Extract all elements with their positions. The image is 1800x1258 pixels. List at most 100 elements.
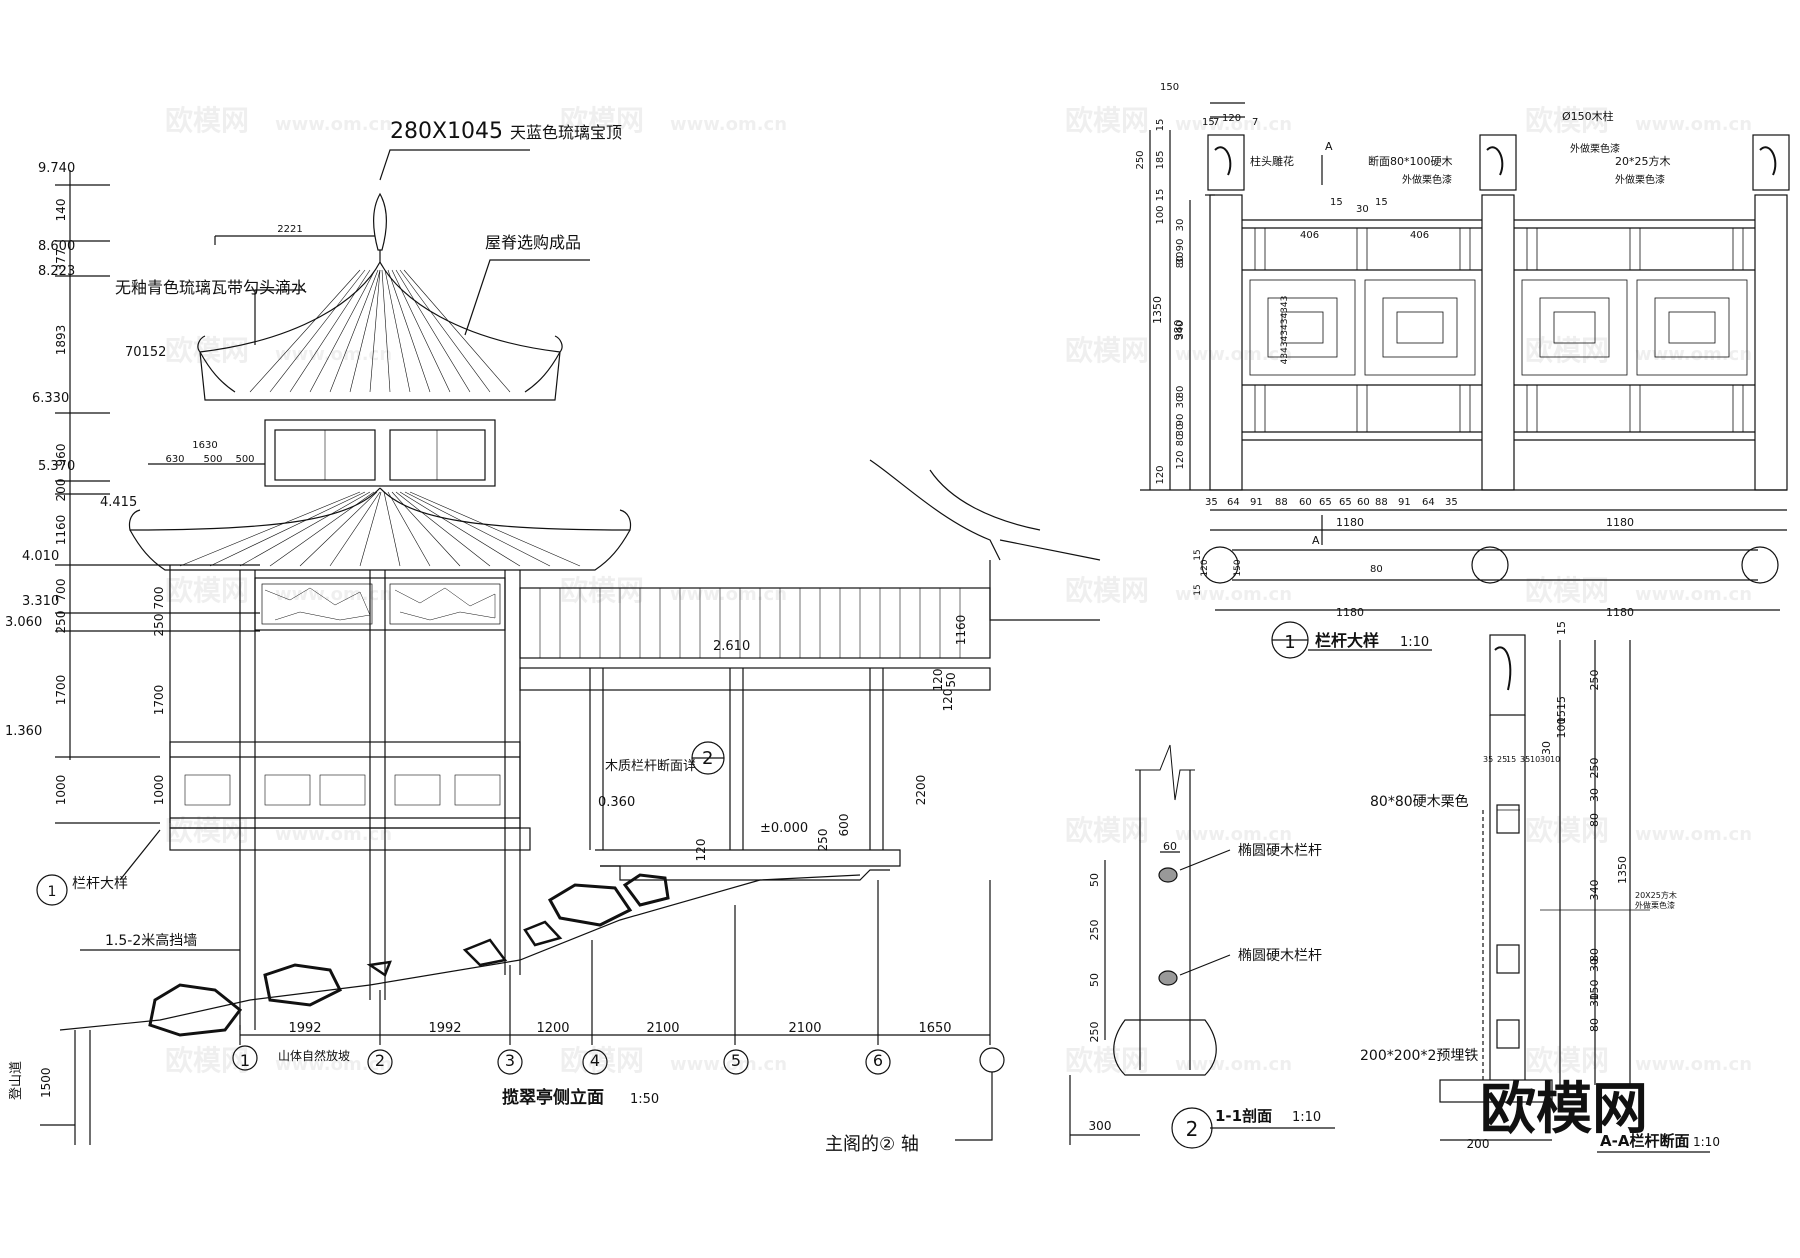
- rail-v-dim: 15: [1155, 189, 1166, 202]
- saa-small-dim: 15: [1506, 755, 1516, 764]
- watermark-text: 欧模网: [1525, 574, 1609, 607]
- right-dim: 120: [931, 669, 945, 692]
- right-dim: 600: [837, 814, 851, 837]
- left-dim: 1160: [54, 515, 68, 546]
- right-level: 2.610: [713, 639, 750, 654]
- path-note: 登山道: [9, 1061, 24, 1100]
- right-dim: 250: [816, 829, 830, 852]
- rail-mid-dim: 15: [1375, 197, 1388, 208]
- axis-spacing: 1200: [536, 1021, 569, 1036]
- saa-dim: 15: [1555, 621, 1568, 635]
- right-dim: 120: [694, 839, 708, 862]
- left-dim: 250: [54, 611, 68, 634]
- s11-dim: 250: [1088, 920, 1101, 941]
- axis-spacing: 1650: [918, 1021, 951, 1036]
- inner-dim: 1000: [152, 775, 166, 806]
- rail-v-dim: 185: [1155, 150, 1166, 169]
- saa-small-dim: 10: [1530, 755, 1540, 764]
- rail-v-dim: 30: [1175, 252, 1186, 265]
- axis-label: 2: [375, 1051, 385, 1070]
- rail-plan-dim: 15: [1193, 584, 1203, 595]
- level-mark: 9.740: [38, 161, 75, 176]
- watermark-layer: 欧模网 www.om.cn 欧模网 www.om.cn 欧模网 www.om.cn 欧模网 w…: [165, 104, 1752, 1077]
- watermark-url: www.om.cn: [1635, 824, 1752, 845]
- axis-spacing: 2100: [646, 1021, 679, 1036]
- section-a-a-drawing: [1439, 634, 1710, 1153]
- rail-bottom-dim: 60: [1299, 497, 1312, 508]
- rail-bottom-dim: 65: [1319, 497, 1332, 508]
- rail-v-dim: 30: [1175, 424, 1186, 437]
- watermark-text: 欧模网: [1525, 334, 1609, 367]
- rail-top-dim: 7: [1213, 117, 1219, 128]
- path-dim: 1500: [39, 1067, 53, 1098]
- saa-scale: 1:10: [1693, 1135, 1720, 1149]
- rock-note: 山体自然放坡: [278, 1048, 350, 1063]
- site-logo: 欧模网: [1480, 1077, 1648, 1142]
- s11-note: 椭圆硬木栏杆: [1238, 948, 1322, 964]
- level-mark: 4.010: [22, 549, 59, 564]
- axis-note: 主阁的② 轴: [825, 1134, 919, 1155]
- rail-detail-title: 栏杆大样: [1315, 631, 1379, 650]
- axis-spacing: 1992: [288, 1021, 321, 1036]
- axis-label: 6: [873, 1051, 883, 1070]
- top-dim: 2221: [277, 224, 302, 235]
- watermark-text: 欧模网: [165, 1044, 249, 1077]
- pavilion-elevation: [36, 149, 1101, 1145]
- s11-dim: 300: [1089, 1119, 1112, 1133]
- finial-size-note: 280X1045: [390, 119, 503, 144]
- rail-span: 1180: [1336, 516, 1364, 529]
- rail-note: 外做栗色漆: [1402, 173, 1452, 186]
- left-dim: 700: [54, 579, 68, 602]
- watermark-url: www.om.cn: [1175, 344, 1292, 365]
- rail-mid-dim: 15: [1330, 197, 1343, 208]
- s11-dim: 50: [1088, 873, 1101, 887]
- watermark-url: www.om.cn: [275, 344, 392, 365]
- s11-dim: 50: [1088, 973, 1101, 987]
- rail-detail-scale: 1:10: [1400, 635, 1429, 650]
- rail-note: Ø150木柱: [1562, 109, 1614, 123]
- tile-note: 无釉青色琉璃瓦带勾头滴水: [115, 278, 307, 297]
- section-mark: 2: [702, 748, 713, 769]
- saa-note: 外做栗色漆: [1635, 900, 1675, 910]
- watermark-text: 欧模网: [1065, 574, 1149, 607]
- rail-big-dim: 1350: [1151, 296, 1164, 324]
- level-mark: 5.370: [38, 459, 75, 474]
- watermark-text: 欧模网: [1065, 814, 1149, 847]
- level-mark: 70152: [125, 345, 166, 360]
- rail-bottom-dim: 60: [1357, 497, 1370, 508]
- watermark-text: 欧模网: [560, 104, 644, 137]
- rail-top-dim: 120: [1222, 113, 1241, 124]
- rail-bottom-dim: 64: [1422, 497, 1435, 508]
- rail-span: 1180: [1336, 606, 1364, 619]
- axis-label: 4: [590, 1051, 600, 1070]
- rail-big-dim: 980: [1172, 320, 1185, 341]
- inner-dim: 700: [152, 587, 166, 610]
- rail-mark: 1: [48, 884, 57, 900]
- saa-dim: 80: [1588, 1018, 1601, 1032]
- rail-note: 柱头雕花: [1250, 154, 1294, 168]
- left-dim: 140: [54, 199, 68, 222]
- inner-dim: 1700: [152, 685, 166, 716]
- saa-dim: 150: [1588, 980, 1601, 1001]
- watermark-url: www.om.cn: [275, 114, 392, 135]
- rail-v-dim: 30: [1175, 396, 1186, 409]
- watermark-text: 欧模网: [1065, 1044, 1149, 1077]
- watermark-url: www.om.cn: [670, 1054, 787, 1075]
- rail-section-mark: A: [1312, 534, 1320, 547]
- s11-dim: 250: [1088, 1022, 1101, 1043]
- watermark-url: www.om.cn: [275, 824, 392, 845]
- top-dim: 500: [235, 454, 254, 465]
- level-mark: 4.415: [100, 495, 137, 510]
- rail-plan-dim: 120: [1200, 559, 1210, 576]
- saa-dim: 1515: [1555, 696, 1568, 724]
- rail-v-dim: 80: [1175, 256, 1186, 269]
- saa-small-dim: 25: [1497, 755, 1507, 764]
- rail-top-dim: 15: [1202, 117, 1215, 128]
- watermark-url: www.om.cn: [670, 114, 787, 135]
- rail-section-mark: A: [1325, 140, 1333, 153]
- left-dim: 960: [54, 444, 68, 467]
- rail-v-dim: 90: [1175, 239, 1186, 252]
- watermark-url: www.om.cn: [1175, 1054, 1292, 1075]
- rail-bottom-dim: 88: [1375, 497, 1388, 508]
- saa-small-dim: 10: [1550, 755, 1560, 764]
